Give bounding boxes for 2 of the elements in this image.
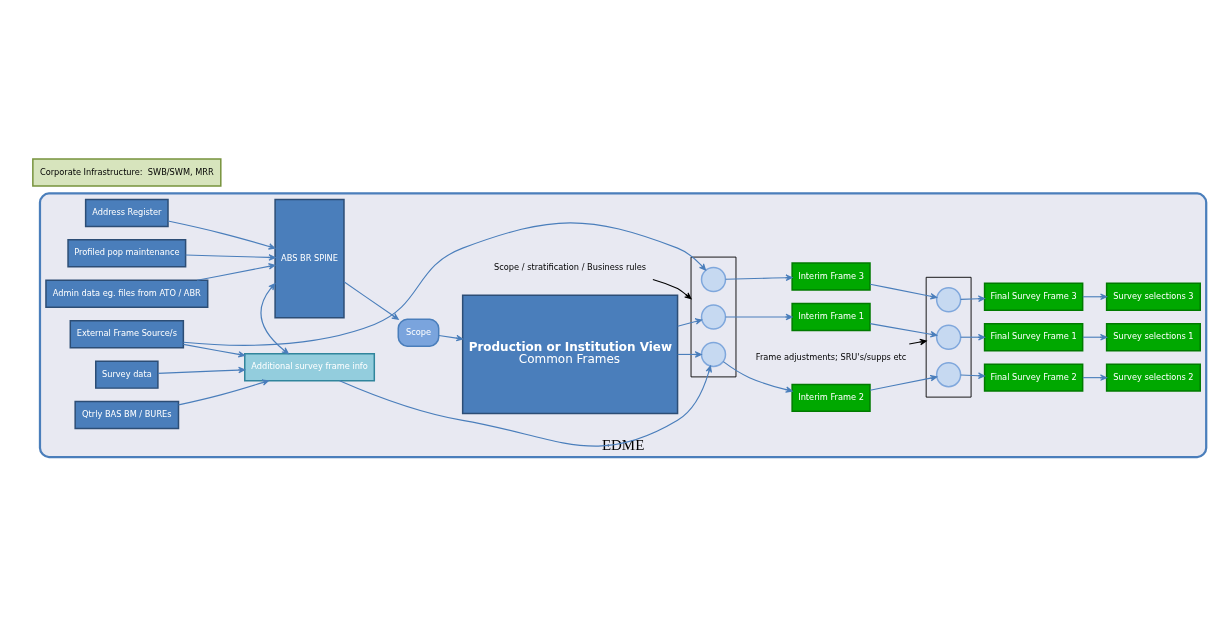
node-text: Scope / stratification / Business rules [494, 261, 647, 272]
node-text: Frame adjustments; SRU's/supps etc [755, 351, 907, 362]
